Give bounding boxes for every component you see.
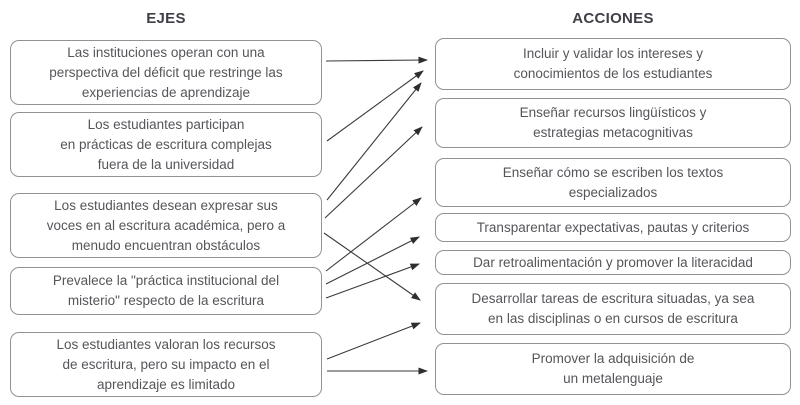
arrow-eje-1-to-accion-1 <box>325 56 428 64</box>
arrow-eje-5-to-accion-6 <box>326 322 421 360</box>
eje-box-5: Los estudiantes valoran los recursos de … <box>10 332 322 397</box>
accion-box-6: Desarrollar tareas de escritura situadas… <box>435 283 791 335</box>
eje-box-3: Los estudiantes desean expresar sus voce… <box>10 193 322 258</box>
eje-box-1: Las instituciones operan con una perspec… <box>10 40 322 105</box>
arrow-eje-2-to-accion-1 <box>326 70 424 142</box>
accion-box-5: Dar retroalimentación y promover la lite… <box>435 250 791 275</box>
arrow-eje-4-to-accion-3 <box>325 197 422 272</box>
eje-box-4: Prevalece la "práctica institucional del… <box>10 267 322 315</box>
arrow-eje-3-to-accion-2 <box>324 126 423 219</box>
arrow-eje-4-to-accion-5 <box>325 263 420 299</box>
accion-box-3: Enseñar cómo se escriben los textos espe… <box>435 158 791 207</box>
accion-box-4: Transparentar expectativas, pautas y cri… <box>435 213 791 242</box>
left-column-header: EJES <box>146 10 186 27</box>
eje-box-2: Los estudiantes participan en prácticas … <box>10 112 322 177</box>
right-column-header: ACCIONES <box>572 10 654 27</box>
accion-box-2: Enseñar recursos lingüísticos y estrateg… <box>435 98 791 148</box>
arrow-eje-3-to-accion-6 <box>323 232 421 301</box>
arrow-eje-3-to-accion-1 <box>326 82 422 201</box>
accion-box-1: Incluir y validar los intereses y conoci… <box>435 38 791 90</box>
accion-box-7: Promover la adquisición de un metalengua… <box>435 343 791 395</box>
arrow-eje-4-to-accion-4 <box>325 236 420 285</box>
